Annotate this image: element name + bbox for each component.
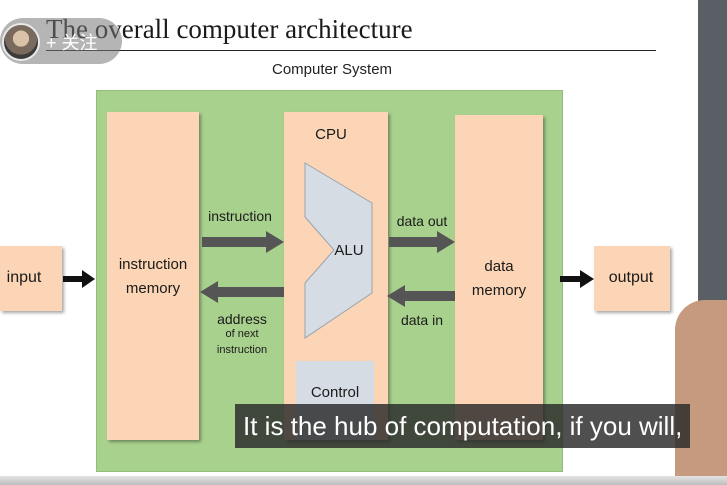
instruction-memory-label-line1: instruction: [118, 256, 188, 273]
computer-system-label: Computer System: [272, 61, 393, 78]
data-in-label: data in: [400, 312, 444, 328]
instruction-arrow: [202, 231, 284, 253]
output-label: output: [608, 269, 654, 286]
data-in-arrow: [387, 285, 455, 307]
video-progress-strip[interactable]: [0, 476, 727, 485]
alu-shape: [304, 162, 373, 339]
input-label: input: [6, 269, 42, 286]
data-out-label: data out: [396, 213, 448, 229]
alu-label: ALU: [334, 242, 364, 259]
address-arrow-label-line3: instruction: [216, 344, 268, 356]
address-arrow: [200, 281, 284, 303]
input-block: [0, 246, 62, 311]
input-arrow: [63, 270, 95, 288]
instruction-memory-label-line2: memory: [125, 280, 181, 297]
video-subtitle: It is the hub of computation, if you wil…: [235, 404, 691, 448]
data-out-arrow: [389, 231, 455, 253]
arrows: [200, 231, 455, 307]
data-memory-label-line2: memory: [471, 282, 527, 299]
presenter-image: [675, 300, 727, 485]
avatar[interactable]: [2, 23, 40, 61]
instruction-arrow-label: instruction: [208, 208, 272, 224]
control-label: Control: [310, 384, 360, 401]
cpu-label: CPU: [315, 126, 347, 143]
output-block: [594, 246, 670, 311]
output-arrow: [560, 270, 594, 288]
address-arrow-label-line1: address: [217, 311, 267, 327]
data-memory-block: [455, 115, 543, 440]
data-memory-label-line1: data: [484, 258, 514, 275]
address-arrow-label-line2: of next: [225, 328, 259, 340]
instruction-memory-block: [107, 112, 199, 440]
title-underline: [46, 50, 656, 51]
follow-label[interactable]: + 关注: [46, 33, 98, 53]
